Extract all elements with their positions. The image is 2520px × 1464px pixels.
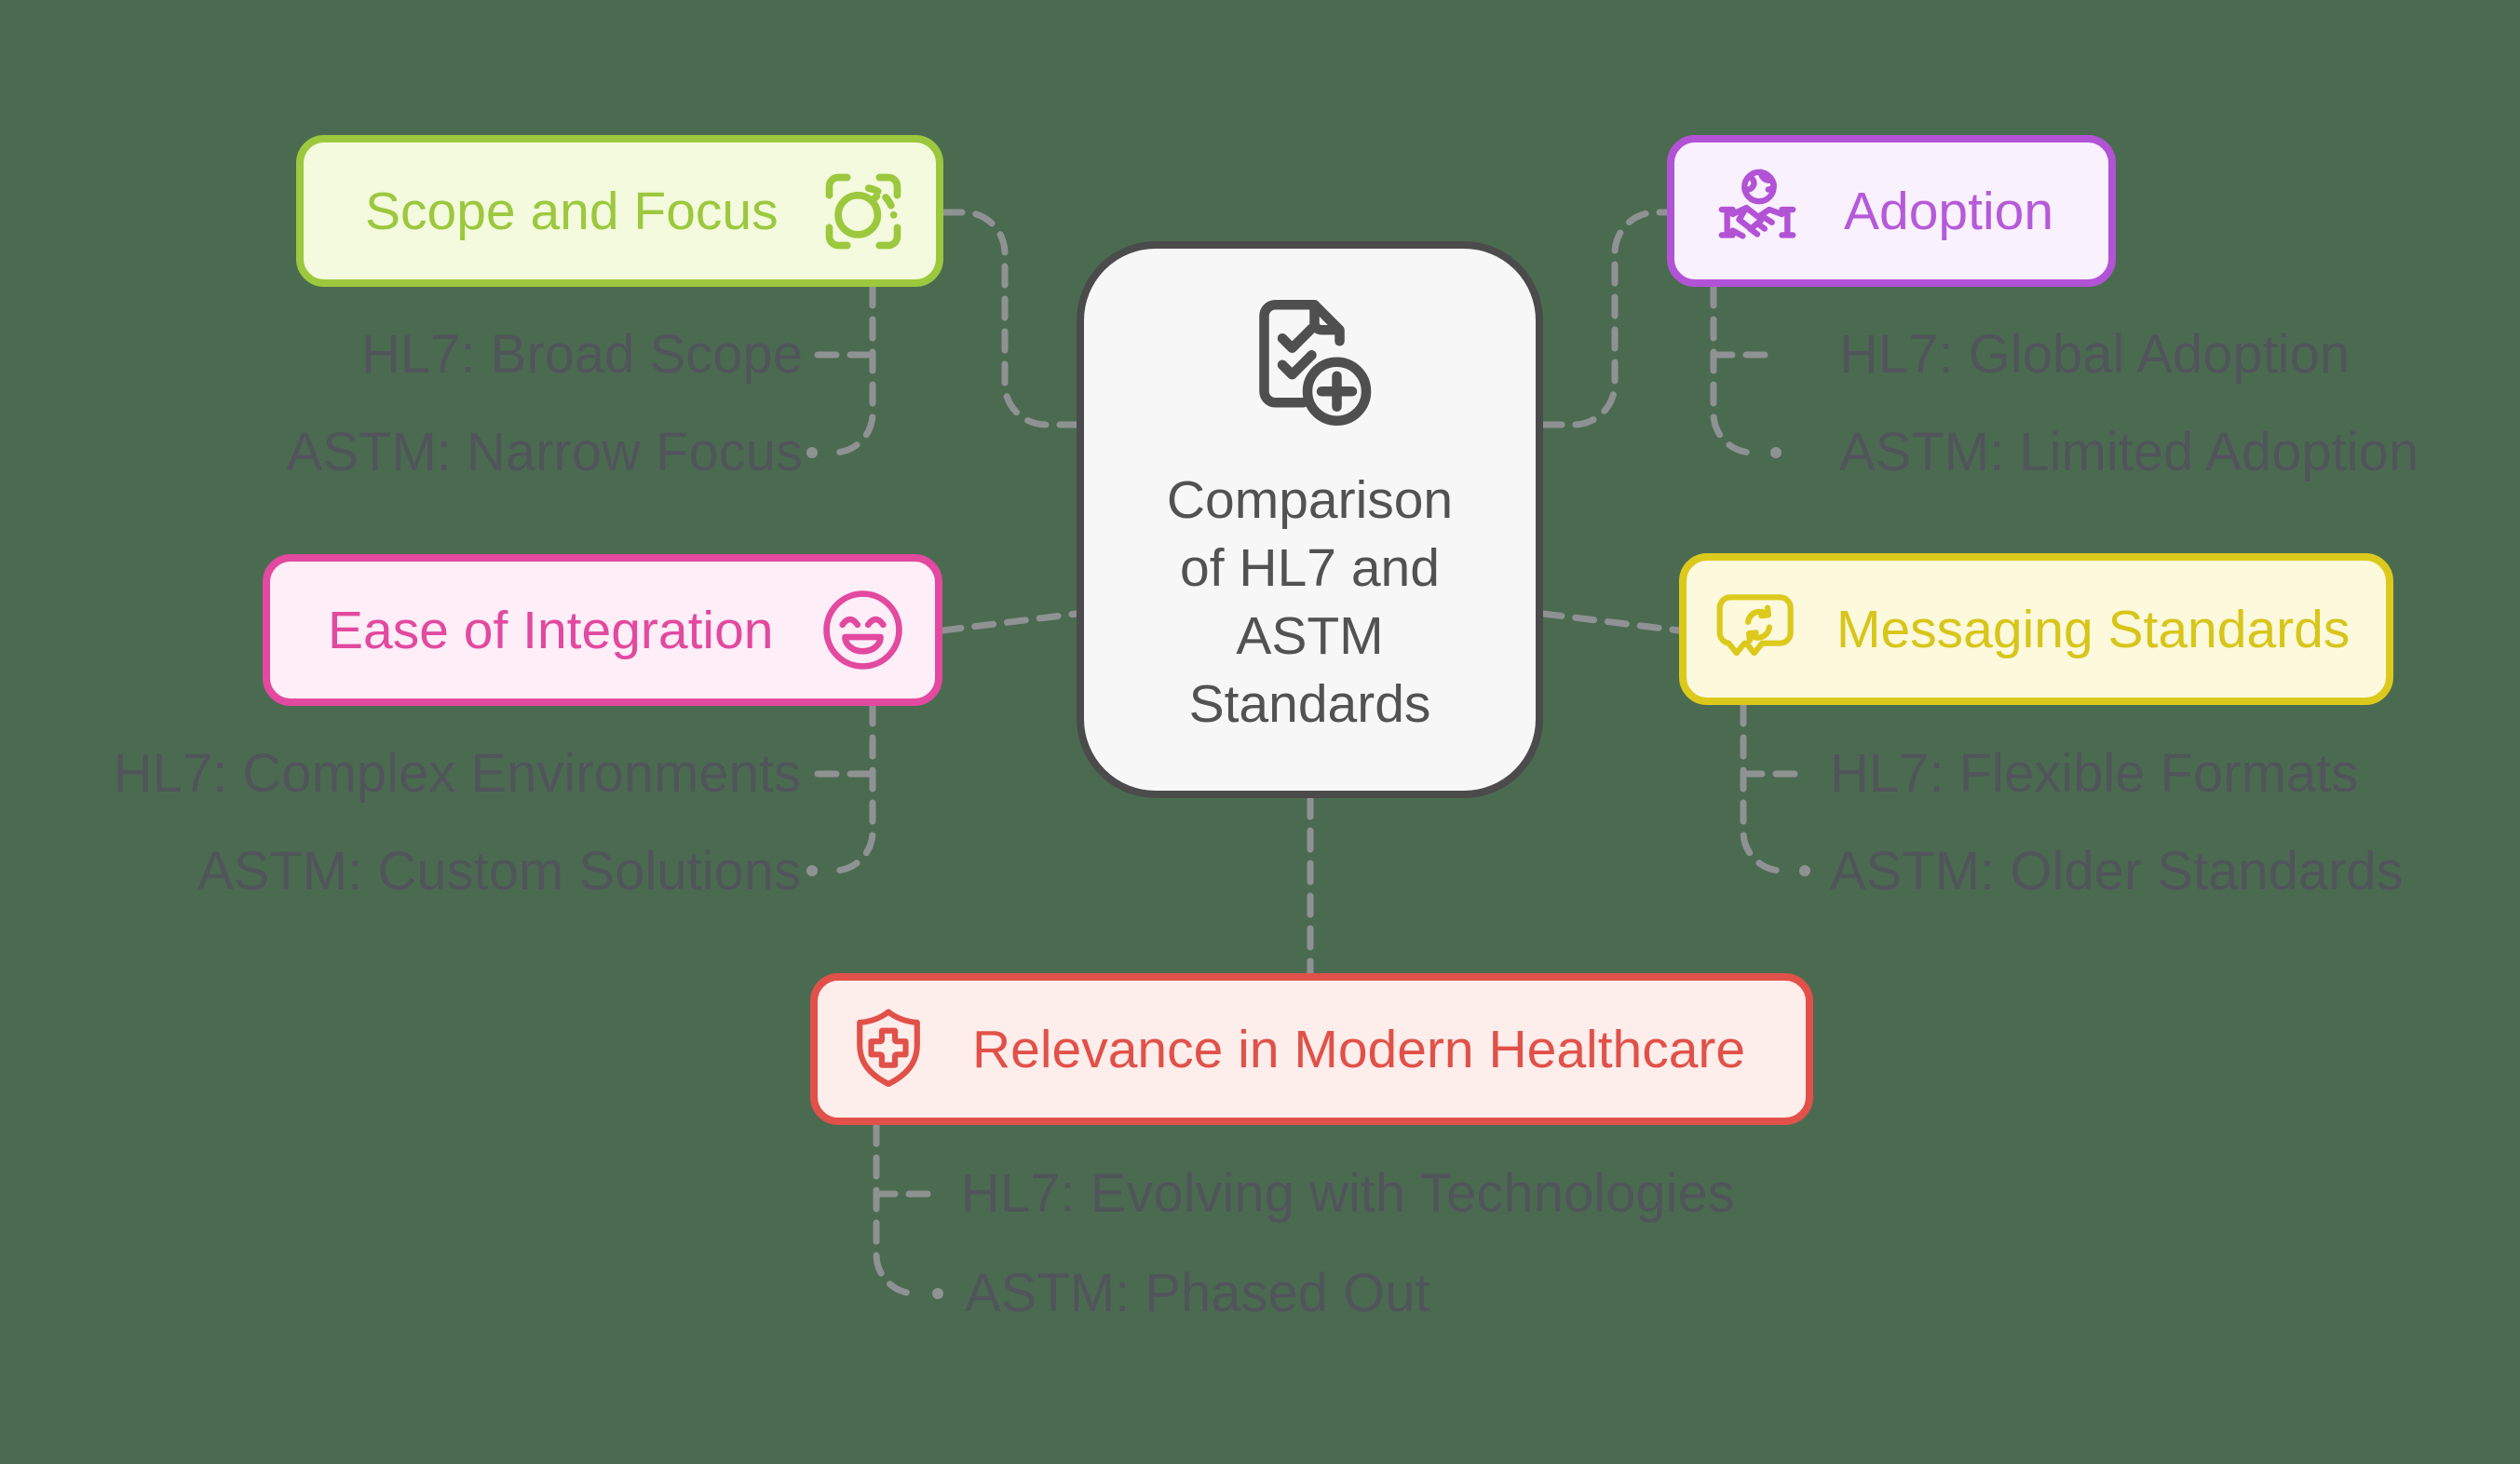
- sub-item-messaging-astm[interactable]: ASTM: Older Standards: [1830, 841, 2404, 901]
- connector-dot: [932, 1288, 943, 1299]
- shield-medical-cross-icon: [847, 1005, 929, 1094]
- connector-dot: [806, 447, 818, 458]
- branch-node-relevance[interactable]: Relevance in Modern Healthcare: [810, 973, 1813, 1125]
- connector-adoption-child2: [1710, 283, 1756, 456]
- sub-item-adoption-astm[interactable]: ASTM: Limited Adoption: [1839, 422, 2419, 482]
- central-node-title: Comparison of HL7 and ASTM Standards: [1166, 470, 1454, 734]
- sub-item-relevance-astm[interactable]: ASTM: Phased Out: [965, 1263, 1430, 1323]
- document-checklist-plus-icon: [1240, 293, 1380, 442]
- branch-node-adoption[interactable]: Adoption: [1667, 135, 2116, 287]
- branch-label: Scope and Focus: [365, 181, 779, 241]
- connector-relevance-child2: [873, 1121, 919, 1297]
- connector-dot: [1770, 447, 1782, 458]
- connector-dot: [1799, 865, 1810, 876]
- chat-bubble-refresh-icon: [1714, 585, 1803, 673]
- branch-node-integration[interactable]: Ease of Integration: [263, 554, 942, 706]
- connector-messaging-child2: [1740, 701, 1786, 874]
- connector-dot: [806, 865, 818, 876]
- focus-scan-icon: [819, 167, 908, 256]
- connector-scope-child2: [830, 283, 876, 456]
- branch-node-messaging[interactable]: Messaging Standards: [1679, 553, 2393, 705]
- sub-item-scope-astm[interactable]: ASTM: Narrow Focus: [286, 422, 803, 482]
- connector-integration-child2: [830, 701, 876, 874]
- sub-item-messaging-hl7[interactable]: HL7: Flexible Formats: [1830, 743, 2359, 804]
- branch-label: Relevance in Modern Healthcare: [972, 1019, 1746, 1079]
- connector-scope-center: [940, 209, 1080, 428]
- connector-messaging-center: [1539, 610, 1683, 634]
- sub-item-integration-hl7[interactable]: HL7: Complex Environments: [113, 743, 801, 804]
- connector-adoption-center: [1539, 209, 1671, 428]
- branch-label: Adoption: [1844, 181, 2054, 241]
- branch-node-scope[interactable]: Scope and Focus: [296, 135, 943, 287]
- laughing-smiley-icon: [819, 586, 907, 674]
- sub-item-relevance-hl7[interactable]: HL7: Evolving with Technologies: [961, 1163, 1735, 1224]
- branch-label: Ease of Integration: [328, 600, 774, 660]
- sub-item-scope-hl7[interactable]: HL7: Broad Scope: [361, 324, 803, 385]
- sub-item-adoption-hl7[interactable]: HL7: Global Adoption: [1839, 324, 2351, 385]
- branch-label: Messaging Standards: [1836, 599, 2351, 659]
- sub-item-integration-astm[interactable]: ASTM: Custom Solutions: [197, 841, 801, 901]
- central-node[interactable]: Comparison of HL7 and ASTM Standards: [1077, 241, 1543, 798]
- handshake-globe-icon: [1712, 166, 1803, 257]
- connector-integration-center: [939, 610, 1080, 634]
